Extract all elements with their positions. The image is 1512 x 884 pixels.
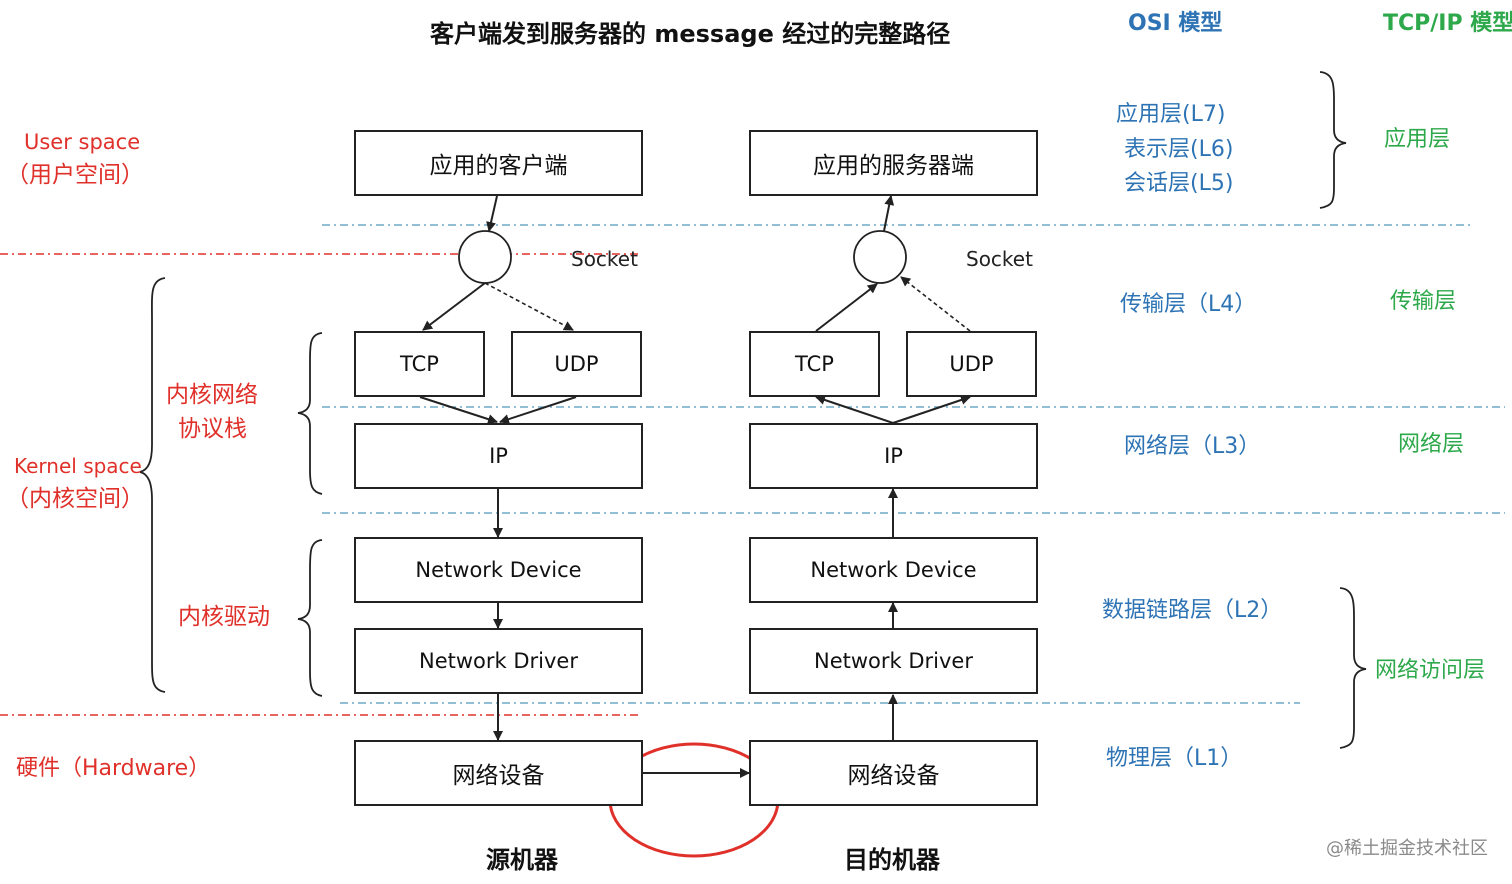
server-hardware-box: 网络设备 bbox=[749, 740, 1038, 806]
watermark: @稀土掘金技术社区 bbox=[1326, 838, 1488, 859]
client-hardware-box: 网络设备 bbox=[354, 740, 643, 806]
client-udp-box: UDP bbox=[511, 331, 642, 397]
osi-layer-l1: 物理层（L1） bbox=[1106, 746, 1243, 771]
tcpip-model-header: TCP/IP 模型 bbox=[1383, 11, 1512, 36]
osi-layer-l5: 会话层(L5) bbox=[1124, 171, 1234, 196]
osi-model-header: OSI 模型 bbox=[1128, 11, 1223, 36]
tcpip-layer-access: 网络访问层 bbox=[1375, 658, 1486, 683]
arrow-server-tcp-socket bbox=[815, 283, 878, 332]
server-ip-box: IP bbox=[749, 423, 1038, 489]
server-udp-box: UDP bbox=[906, 331, 1037, 397]
kernel-stack-label-1: 内核网络 bbox=[166, 382, 258, 408]
osi-layer-l3: 网络层（L3） bbox=[1124, 434, 1261, 459]
client-network-driver-box: Network Driver bbox=[354, 628, 643, 694]
server-socket-circle bbox=[853, 230, 907, 284]
arrow-client-udp-ip bbox=[499, 396, 577, 424]
server-tcp-box: TCP bbox=[749, 331, 880, 397]
server-socket-label: Socket bbox=[966, 247, 1033, 271]
osi-layer-l4: 传输层（L4） bbox=[1120, 292, 1257, 317]
tcpip-layer-application: 应用层 bbox=[1384, 127, 1451, 152]
source-machine-label: 源机器 bbox=[486, 846, 558, 874]
client-socket-circle bbox=[458, 230, 512, 284]
arrow-server-ip-tcp bbox=[815, 395, 894, 424]
tcpip-layer-transport: 传输层 bbox=[1390, 289, 1457, 314]
destination-machine-label: 目的机器 bbox=[844, 846, 940, 874]
brace-stack bbox=[297, 332, 323, 495]
arrow-server-ip-udp bbox=[892, 395, 971, 424]
arrow-server-socket-app bbox=[883, 195, 895, 232]
user-space-label: User space bbox=[24, 130, 141, 154]
client-socket-label: Socket bbox=[571, 247, 638, 271]
osi-layer-l2: 数据链路层（L2） bbox=[1102, 598, 1283, 623]
user-space-cn-label: （用户空间） bbox=[6, 162, 144, 188]
server-network-device-box: Network Device bbox=[749, 537, 1038, 603]
client-ip-box: IP bbox=[354, 423, 643, 489]
arrow-client-app-socket bbox=[486, 195, 498, 232]
kernel-space-label: Kernel space bbox=[14, 454, 142, 478]
diagram-title: 客户端发到服务器的 message 经过的完整路径 bbox=[430, 20, 951, 48]
kernel-stack-label-2: 协议栈 bbox=[178, 416, 247, 442]
hardware-label: 硬件（Hardware） bbox=[16, 756, 211, 781]
arrow-client-tcp-ip bbox=[419, 396, 498, 424]
server-network-driver-box: Network Driver bbox=[749, 628, 1038, 694]
brace-kernel-space bbox=[139, 277, 166, 693]
arrow-server-udp-socket bbox=[900, 276, 971, 332]
brace-driver bbox=[297, 539, 323, 697]
client-tcp-box: TCP bbox=[354, 331, 485, 397]
client-app-box: 应用的客户端 bbox=[354, 130, 643, 196]
kernel-space-cn-label: （内核空间） bbox=[6, 486, 144, 512]
osi-layer-l7: 应用层(L7) bbox=[1116, 102, 1226, 127]
arrow-client-socket-tcp bbox=[422, 282, 486, 331]
osi-layer-l6: 表示层(L6) bbox=[1124, 137, 1234, 162]
kernel-driver-label: 内核驱动 bbox=[178, 604, 270, 630]
arrow-client-socket-udp bbox=[484, 282, 574, 331]
client-network-device-box: Network Device bbox=[354, 537, 643, 603]
server-app-box: 应用的服务器端 bbox=[749, 130, 1038, 196]
brace-access-layers bbox=[1339, 587, 1367, 749]
tcpip-layer-network: 网络层 bbox=[1398, 432, 1465, 457]
brace-app-layers bbox=[1319, 71, 1347, 209]
